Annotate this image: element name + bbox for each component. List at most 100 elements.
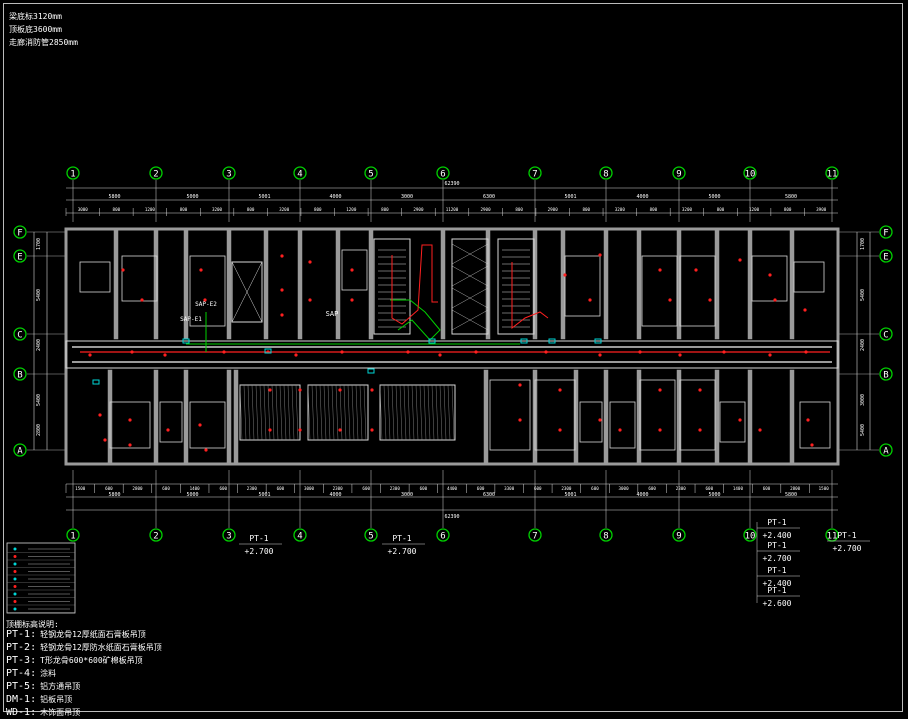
dim-sub: 2300 (333, 486, 344, 491)
dim-sub: 800 (113, 207, 121, 212)
row-label: A (883, 447, 889, 457)
sprinkler-head (768, 273, 772, 277)
hatch-line (431, 384, 435, 441)
fixture-marker (367, 368, 375, 374)
grid-bubble-left (13, 443, 27, 457)
sprinkler-head (308, 260, 312, 264)
pt-label: PT-1 (392, 534, 411, 543)
grid-label: 4 (297, 170, 302, 180)
partition-wall (714, 369, 720, 465)
drawing-frame (3, 3, 903, 712)
partition-wall (573, 369, 579, 465)
dim-text: 2400 (860, 339, 866, 351)
grid-bubble-top (672, 166, 686, 180)
dim-sub: 600 (362, 486, 370, 491)
sprinkler-head (658, 268, 662, 272)
grid-bubble-left (13, 225, 27, 239)
pt-level: +2.400 (763, 579, 792, 588)
hatch-line (319, 384, 323, 441)
sprinkler-head (803, 308, 807, 312)
room-outline (109, 401, 151, 449)
legend-desc: 涂料 (40, 669, 57, 678)
partition-wall (676, 369, 682, 465)
symbol-icon (13, 547, 17, 551)
sprinkler-head (340, 350, 344, 354)
sprinkler-head (558, 388, 562, 392)
grid-label: 11 (827, 170, 838, 180)
fixture-marker (182, 338, 190, 344)
legend-item: PT-3:T形龙骨600*600矿棉板吊顶 (6, 654, 162, 667)
sprinkler-head (298, 388, 302, 392)
hatch-line (339, 384, 343, 441)
dim-sub: 800 (717, 207, 725, 212)
partition-wall (560, 228, 566, 340)
sprinkler-head (268, 388, 272, 392)
legend-desc: 木饰面吊顶 (40, 708, 81, 717)
partition-wall (747, 369, 753, 465)
fixture-marker (428, 338, 436, 344)
grid-label: 5 (368, 170, 373, 180)
dim-text: 4000 (636, 194, 648, 200)
sprinkler-head (598, 418, 602, 422)
dim-text: 4000 (636, 492, 648, 498)
row-label: E (883, 253, 888, 263)
sprinkler-head (544, 350, 548, 354)
dim-sub: 3000 (78, 207, 89, 212)
sprinkler-head (128, 418, 132, 422)
dim-sub: 800 (582, 207, 590, 212)
hatch-line (275, 384, 279, 441)
grid-label: 4 (297, 532, 302, 542)
dim-sub: 600 (534, 486, 542, 491)
grid-bubble-top (222, 166, 236, 180)
row-label: C (883, 331, 888, 341)
hatch-line (419, 384, 423, 441)
legend-item: PT-5:铝方通吊顶 (6, 680, 162, 693)
equipment-tag: SAP (326, 310, 339, 318)
dim-text: 5000 (186, 492, 198, 498)
symbol-icon (13, 555, 17, 558)
grid-bubble-top (528, 166, 542, 180)
dim-text: 5400 (36, 394, 42, 406)
grid-bubble-top (436, 166, 450, 180)
sprinkler-head (618, 428, 622, 432)
sprinkler-head (658, 428, 662, 432)
partition-wall (153, 369, 159, 465)
sprinkler-head (166, 428, 170, 432)
hatch-line (267, 384, 271, 441)
hatched-area (379, 384, 456, 441)
hatch-line (243, 384, 247, 441)
pt-label: PT-1 (767, 518, 786, 527)
dim-total: 62390 (444, 181, 459, 187)
shaft-hatch (451, 265, 489, 287)
sprinkler-head (88, 353, 92, 357)
hatch-line (403, 384, 407, 441)
dim-text: 5800 (785, 492, 797, 498)
legend-desc: 轻钢龙骨12厚纸面石膏板吊顶 (40, 630, 146, 639)
sprinkler-head (98, 413, 102, 417)
room-outline (751, 255, 788, 302)
grid-bubble-top (825, 166, 839, 180)
sprinkler-head (294, 353, 298, 357)
legend-title: 顶棚标高说明: (6, 620, 59, 629)
sprinkler-head (598, 253, 602, 257)
hatch-line (271, 384, 275, 441)
dim-text: 5000 (708, 194, 720, 200)
dim-sub: 1500 (75, 486, 86, 491)
equipment-tag: SAP-E2 (195, 301, 217, 308)
sprinkler-head (722, 350, 726, 354)
grid-label: 1 (70, 532, 75, 542)
pt-level: +2.700 (388, 547, 417, 556)
grid-bubble-top (743, 166, 757, 180)
grid-bubble-left (13, 249, 27, 263)
hatch-line (359, 384, 363, 441)
hatch-line (411, 384, 415, 441)
hatch-line (439, 384, 443, 441)
room-outline (679, 379, 716, 451)
hatch-line (315, 384, 319, 441)
sprinkler-head (474, 350, 478, 354)
grid-bubble-bottom (528, 528, 542, 542)
dim-sub: 2300 (390, 486, 401, 491)
room-outline (189, 255, 226, 327)
dim-sub: 800 (515, 207, 523, 212)
